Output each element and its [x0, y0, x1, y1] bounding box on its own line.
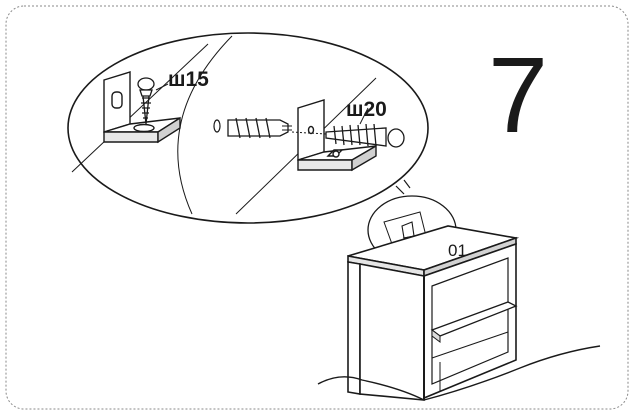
l-bracket-icon — [297, 99, 377, 172]
screw-path-dots — [291, 131, 327, 135]
step-number: 7 — [488, 34, 548, 155]
right-screw-label: ш20 — [346, 98, 387, 121]
wood-screw-icon — [137, 77, 155, 125]
left-screw-leader — [155, 83, 169, 91]
l-bracket-icon — [103, 71, 181, 144]
right-screw-leader — [359, 107, 369, 125]
wall-plug-icon — [227, 117, 292, 139]
floor-line — [317, 345, 601, 401]
wood-screw-icon — [325, 123, 405, 148]
page-frame — [5, 5, 629, 410]
cabinet-icon — [347, 225, 520, 401]
cabinet-part-label: 01 — [448, 241, 467, 260]
washer-icon — [213, 119, 221, 133]
left-screw-label: ш15 — [168, 68, 209, 91]
